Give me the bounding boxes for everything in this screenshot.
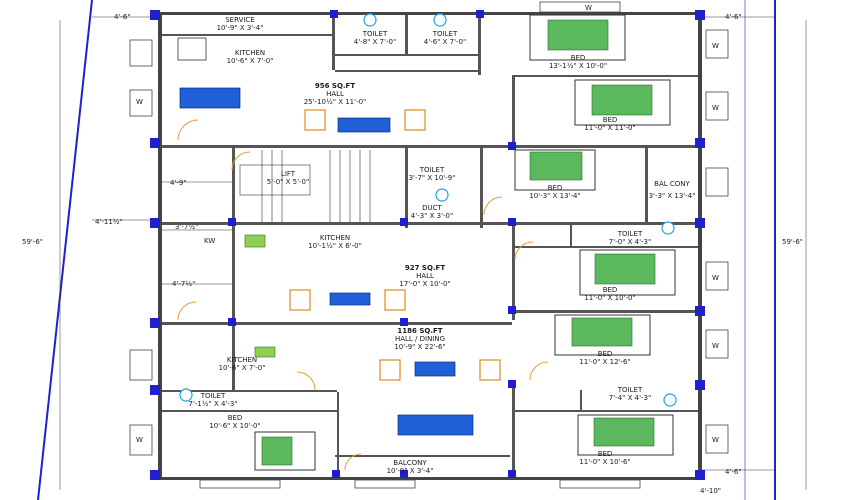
dim-left-total: 59'-6" xyxy=(22,238,43,246)
label-hall-top-size: 25'-10½" X 11'-0" xyxy=(304,98,367,106)
label-bed-3-size: 10'-3" X 13'-4" xyxy=(529,192,580,200)
label-balcony-2-size: 10'-9" X 3'-4" xyxy=(387,467,434,475)
label-balcony-1-size: 3'-3" X 13'-4" xyxy=(649,192,696,200)
label-hall-mid: HALL xyxy=(416,272,434,280)
dim-left-mid: 4'-11½" xyxy=(95,218,123,226)
dim-top-right: 4'-6" xyxy=(725,13,742,21)
label-hall-low: HALL / DINING xyxy=(395,335,445,343)
label-lift: LIFT xyxy=(281,170,296,178)
label-duct-size: 4'-3" X 3'-0" xyxy=(411,212,453,220)
label-lift-size: 5'-0" X 5'-0" xyxy=(267,178,309,186)
label-toilet-4-size: 7'-0" X 4'-3" xyxy=(609,238,651,246)
label-bed-5: BED xyxy=(598,350,613,358)
label-hall-top-area: 956 SQ.FT xyxy=(315,82,355,90)
label-toilet-6-size: 7'-4" X 4'-3" xyxy=(609,394,651,402)
label-kitchen-low-size: 10'-6" X 7'-0" xyxy=(219,364,266,372)
window-tag-1: W xyxy=(712,42,719,50)
label-toilet-4: TOILET xyxy=(617,230,643,238)
label-bed-4: BED xyxy=(603,286,618,294)
label-balcony-2: BALCONY xyxy=(393,459,427,467)
label-toilet-1-size: 4'-8" X 7'-0" xyxy=(354,38,396,46)
label-bed-7-size: 11'-0" X 10'-6" xyxy=(579,458,630,466)
window-tag-6: W xyxy=(136,98,143,106)
label-hall-top: HALL xyxy=(326,90,344,98)
label-kitchen-top-size: 10'-6" X 7'-0" xyxy=(227,57,274,65)
label-service: SERVICE xyxy=(225,16,255,24)
boundary-left xyxy=(37,0,93,500)
label-bed-6: BED xyxy=(228,414,243,422)
label-kitchen-mid: KITCHEN xyxy=(320,234,350,242)
label-toilet-5: TOILET xyxy=(200,392,226,400)
structural-columns xyxy=(150,10,705,480)
side-windows xyxy=(129,1,729,489)
dim-top-left: 4'-6" xyxy=(114,13,131,21)
dim-bottom-right: 4'-6" xyxy=(725,468,742,476)
label-bed-2-size: 11'-0" X 11'-0" xyxy=(584,124,635,132)
window-tag-2: W xyxy=(712,104,719,112)
interior-walls xyxy=(162,15,698,477)
label-service-size: 10'-9" X 3'-4" xyxy=(217,24,264,32)
window-tag-5: W xyxy=(712,436,719,444)
bed-furniture xyxy=(254,14,676,471)
dining-furniture xyxy=(179,87,501,436)
label-toilet-1: TOILET xyxy=(362,30,388,38)
label-hall-low-size: 10'-9" X 22'-6" xyxy=(394,343,445,351)
label-hall-low-area: 1186 SQ.FT xyxy=(397,327,442,335)
label-toilet-3-size: 3'-7" X 10'-9" xyxy=(409,174,456,182)
dim-bottom-corner: 4'-10" xyxy=(700,487,721,495)
label-toilet-6: TOILET xyxy=(617,386,643,394)
label-hall-mid-area: 927 SQ.FT xyxy=(405,264,445,272)
window-tag-3: W xyxy=(712,274,719,282)
door-swings xyxy=(177,119,549,471)
dim-left-lift: 4'-9" xyxy=(170,179,187,187)
label-bed-top-right: BED xyxy=(571,54,586,62)
kitchen-fixtures xyxy=(177,13,677,407)
label-bed-2: BED xyxy=(603,116,618,124)
label-balcony-1: BAL CONY xyxy=(654,180,690,188)
label-kitchen-low: KITCHEN xyxy=(227,356,257,364)
window-tag-8: W xyxy=(585,4,592,12)
label-bed-6-size: 10'-6" X 10'-0" xyxy=(209,422,260,430)
dimension-lines xyxy=(59,16,807,490)
label-bed-7: BED xyxy=(598,450,613,458)
lift-stairs xyxy=(239,150,371,222)
outer-walls xyxy=(158,12,702,480)
label-duct: DUCT xyxy=(422,204,442,212)
label-bed-5-size: 11'-0" X 12'-6" xyxy=(579,358,630,366)
label-toilet-3: TOILET xyxy=(419,166,445,174)
kw-tag: KW xyxy=(204,237,215,245)
dim-right-total: 59'-6" xyxy=(782,238,803,246)
dim-left-lower: 4'-7½" xyxy=(172,280,195,288)
window-tag-4: W xyxy=(712,342,719,350)
dim-left-stair: 3'-7½" xyxy=(175,223,198,231)
label-hall-mid-size: 17'-0" X 10'-0" xyxy=(399,280,450,288)
label-bed-4-size: 11'-0" X 10'-0" xyxy=(584,294,635,302)
label-bed-3: BED xyxy=(548,184,563,192)
label-toilet-2: TOILET xyxy=(432,30,458,38)
label-toilet-5-size: 7'-1½" X 4'-3" xyxy=(188,400,237,408)
label-kitchen-top: KITCHEN xyxy=(235,49,265,57)
label-toilet-2-size: 4'-6" X 7'-0" xyxy=(424,38,466,46)
label-kitchen-mid-size: 10'-1½" X 6'-0" xyxy=(308,242,362,250)
label-bed-top-right-size: 13'-1½" X 10'-0" xyxy=(549,62,607,70)
window-tag-7: W xyxy=(136,436,143,444)
